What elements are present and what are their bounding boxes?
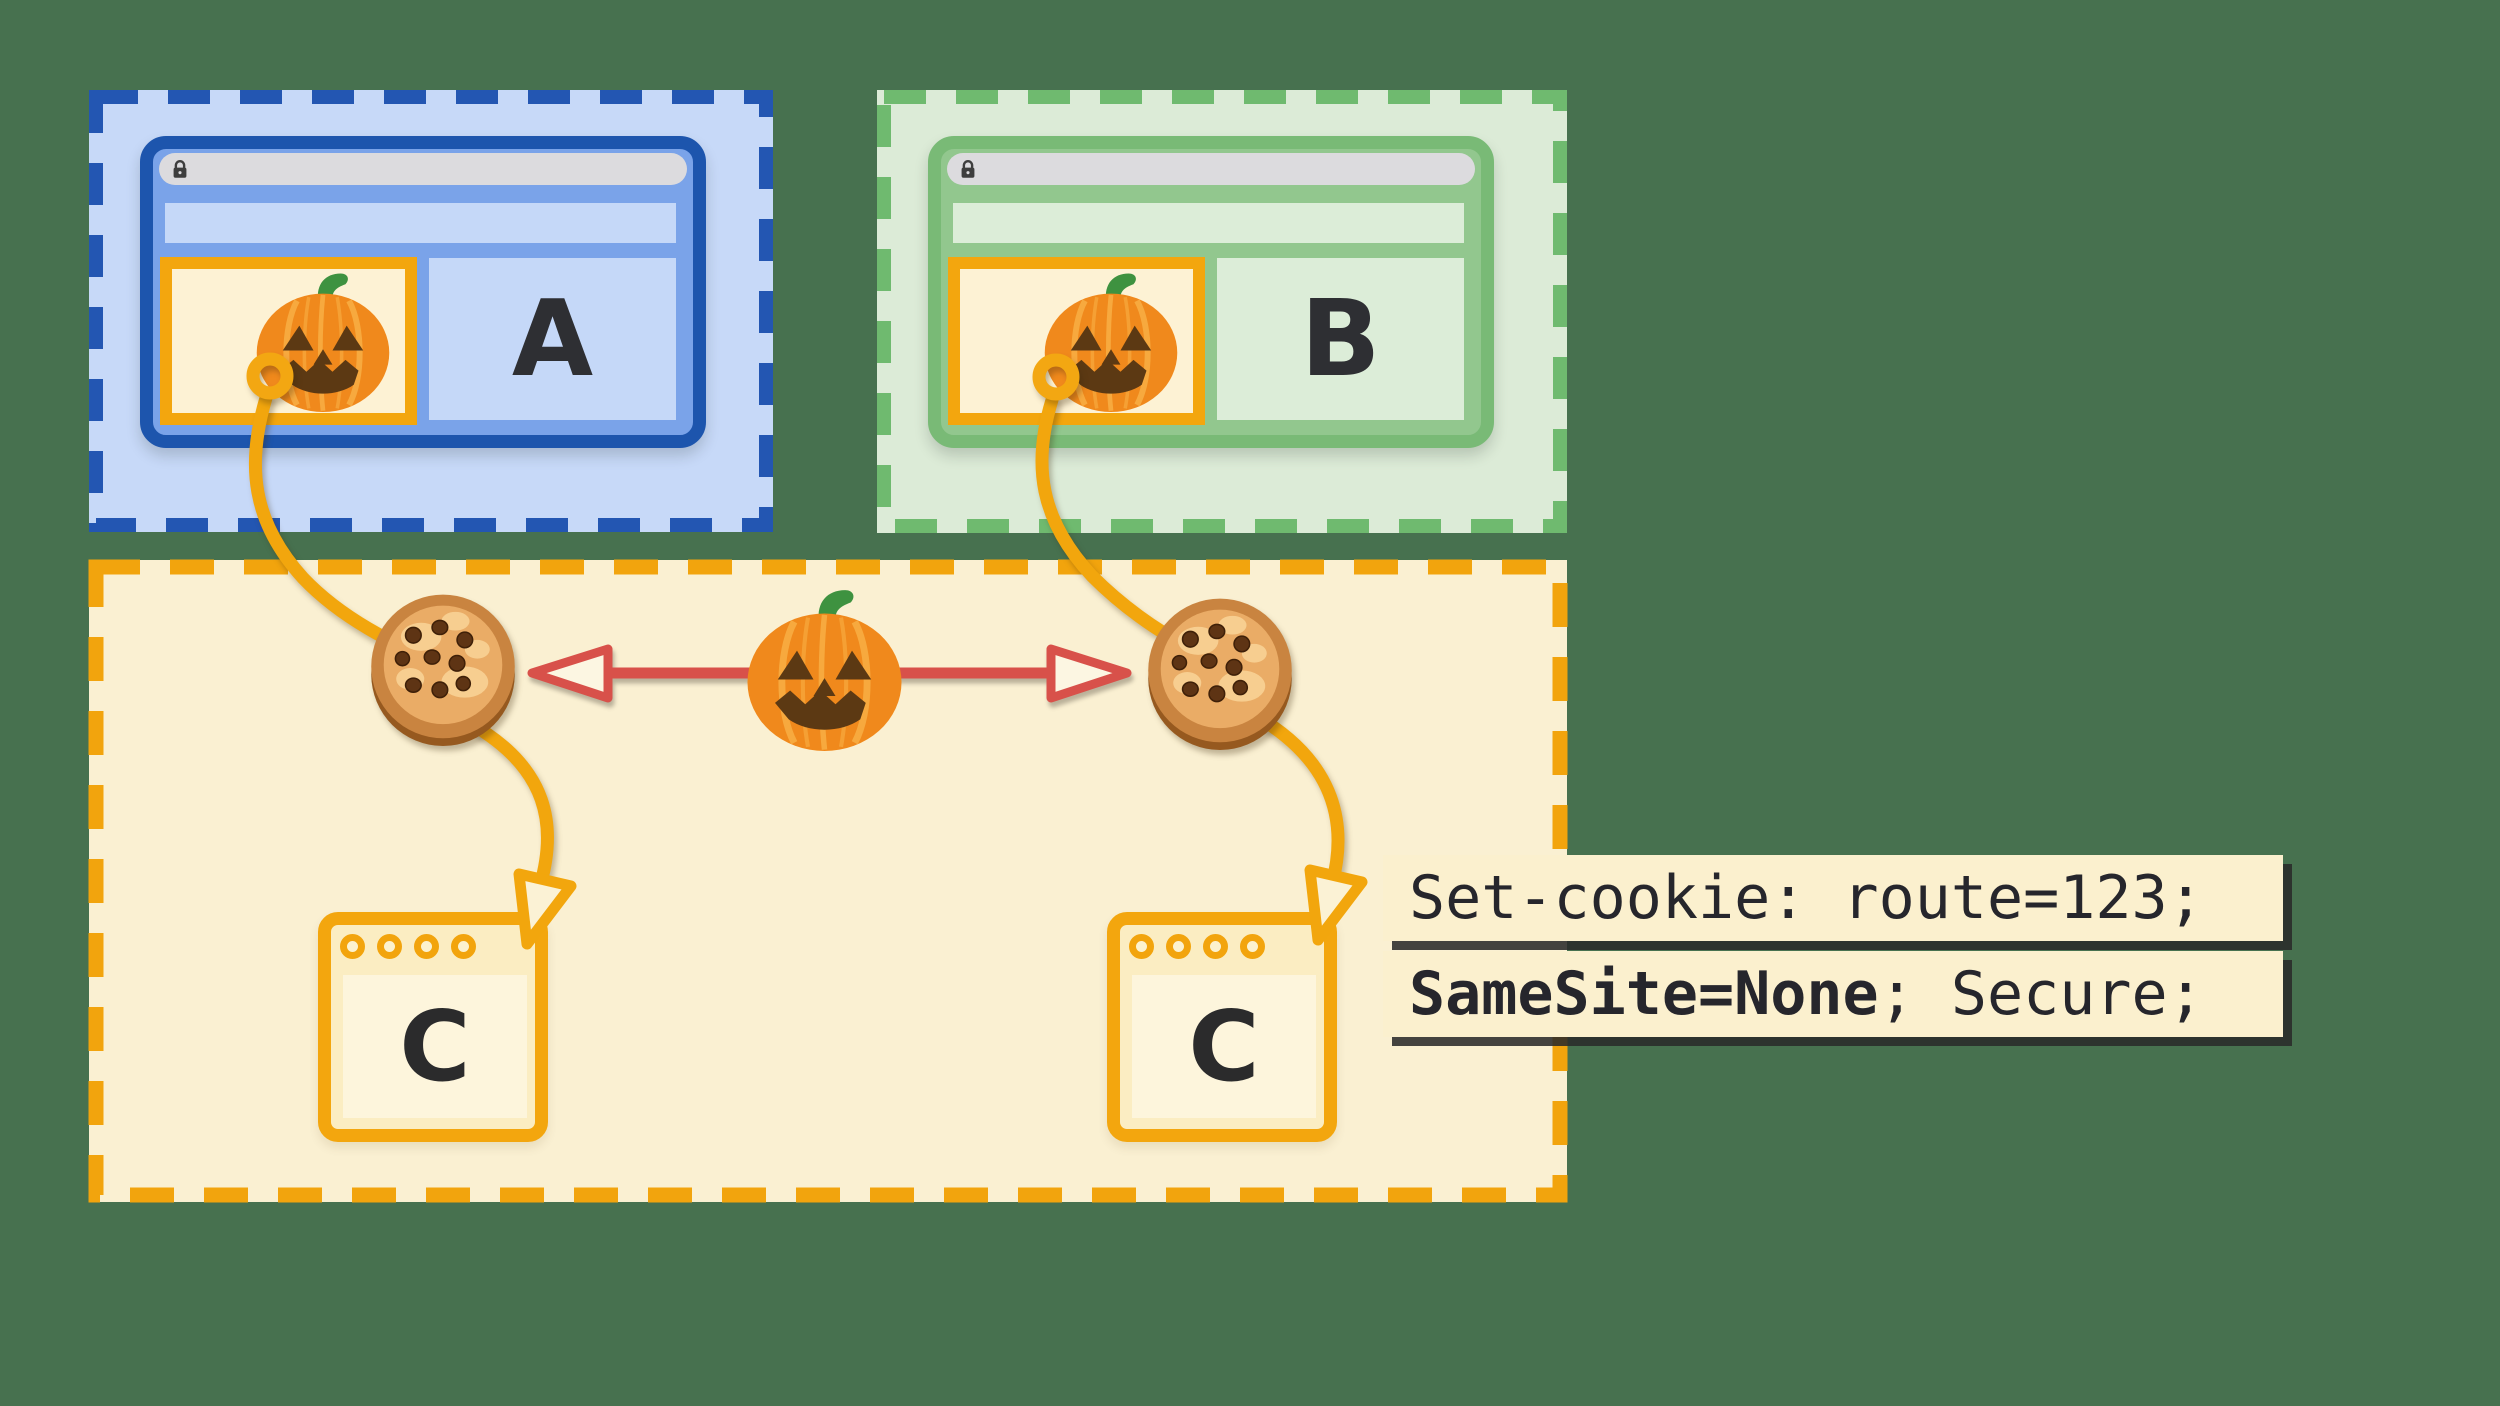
site-b-panel: B [1217,258,1464,420]
third-party-dashed-border [88,559,1568,1203]
window-dot [1203,934,1228,959]
browser-window-a: A [140,136,706,448]
pumpkin-icon [252,270,394,412]
site-a-region: A [89,90,773,532]
third-party-region [88,559,1568,1203]
browser-window-b: B [928,136,1494,448]
set-cookie-code-line-1: Set-cookie: route=123; [1383,855,2283,941]
site-b-dashed-border [877,90,1567,533]
pumpkin-icon [1040,270,1182,412]
window-dots [1129,934,1265,959]
address-bar-a [159,153,687,185]
c-left-label: C [399,990,471,1103]
iframe-a [160,257,417,425]
c-window-right: C [1107,912,1337,1142]
window-dot [414,934,439,959]
window-dot [377,934,402,959]
c-window-right-content: C [1132,975,1316,1118]
c-window-left: C [318,912,548,1142]
iframe-b [948,257,1205,425]
window-dot [451,934,476,959]
window-dot [340,934,365,959]
menu-strip-a [165,203,676,243]
site-a-dashed-border [89,90,773,532]
lock-icon [957,158,979,180]
site-b-label: B [1300,277,1381,400]
c-right-label: C [1188,990,1260,1103]
window-dot [1166,934,1191,959]
c-window-left-content: C [343,975,527,1118]
window-dot [1240,934,1265,959]
menu-strip-b [953,203,1464,243]
code-text: Set-cookie: route=123; [1409,863,2204,933]
code-text-bold: SameSite=None [1409,959,1879,1029]
window-dot [1129,934,1154,959]
site-a-label: A [511,277,594,400]
address-bar-b [947,153,1475,185]
lock-icon [169,158,191,180]
set-cookie-code-line-2: SameSite=None; Secure; [1383,951,2283,1037]
code-text: ; Secure; [1878,959,2204,1029]
site-b-region: B [877,90,1567,533]
site-a-panel: A [429,258,676,420]
window-dots [340,934,476,959]
